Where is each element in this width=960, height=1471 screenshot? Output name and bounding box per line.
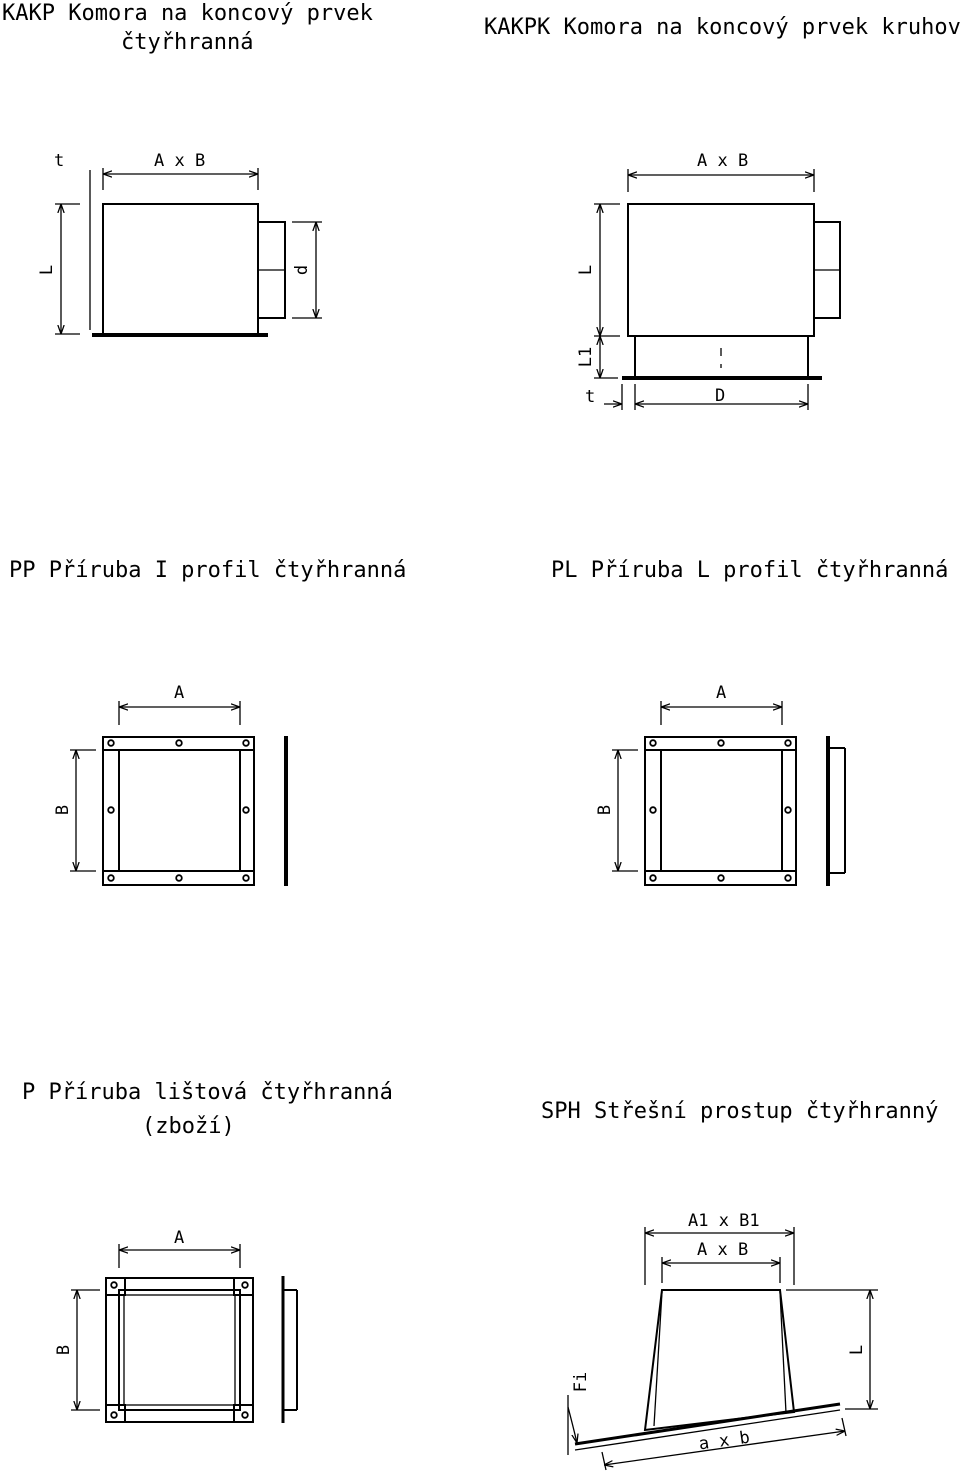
kakp-chamber-body xyxy=(102,203,259,335)
title-kakpk: KAKPK Komora na koncový prvek kruhový xyxy=(484,15,960,40)
kakpk-label-l: L xyxy=(576,265,596,275)
p-bolt-hole xyxy=(241,1411,249,1419)
sph-drawing: A1 x B1 A x B L Fi a x b xyxy=(567,1211,878,1471)
p-label-b: B xyxy=(54,1345,74,1355)
pp-bolt-hole xyxy=(107,874,115,882)
pl-bolt-hole xyxy=(784,806,792,814)
sph-label-axb: A x B xyxy=(697,1240,748,1260)
title-sph: SPH Střešní prostup čtyřhranný xyxy=(541,1099,938,1124)
p-corner-piece xyxy=(105,1277,126,1296)
title-pl: PL Příruba L profil čtyřhranná xyxy=(551,558,948,583)
title-p-line2: (zboží) xyxy=(142,1114,235,1139)
pp-bolt-hole xyxy=(107,806,115,814)
pl-bolt-hole xyxy=(717,739,725,747)
p-flange-mid xyxy=(118,1289,241,1411)
pl-bolt-hole xyxy=(649,806,657,814)
pp-bolt-hole xyxy=(175,874,183,882)
p-corner-piece xyxy=(233,1277,254,1296)
p-bolt-hole xyxy=(241,1281,249,1289)
sph-outer-body xyxy=(643,1289,796,1432)
title-kakp-line1: KAKP Komora na koncový prvek xyxy=(2,1,373,26)
p-flange-inner xyxy=(123,1294,236,1406)
p-corner-piece xyxy=(105,1404,126,1423)
p-bolt-hole xyxy=(110,1281,118,1289)
kakpk-label-axb: A x B xyxy=(697,151,748,171)
pl-drawing: A B xyxy=(595,683,846,886)
sph-inner-left xyxy=(653,1291,663,1427)
pp-flange-inner xyxy=(118,749,241,872)
kakp-label-l: L xyxy=(37,265,57,275)
pl-bolt-hole xyxy=(784,739,792,747)
sph-ext-lower-right xyxy=(841,1417,847,1437)
pp-bolt-hole xyxy=(242,739,250,747)
kakp-label-axb: A x B xyxy=(154,151,205,171)
pl-bolt-hole xyxy=(717,874,725,882)
p-label-a: A xyxy=(174,1228,184,1248)
kakpk-label-l1: L1 xyxy=(576,347,596,367)
kakp-drawing: A x B t L d xyxy=(37,151,322,337)
title-kakp-line2: čtyřhranná xyxy=(121,30,253,55)
pp-label-b: B xyxy=(53,805,73,815)
pp-bolt-hole xyxy=(242,806,250,814)
pl-bolt-hole xyxy=(784,874,792,882)
pp-bolt-hole xyxy=(107,739,115,747)
sph-label-fi: Fi xyxy=(571,1372,591,1392)
sph-dim-axb-lower xyxy=(604,1431,845,1465)
p-bolt-hole xyxy=(110,1411,118,1419)
title-p-line1: P Příruba lištová čtyřhranná xyxy=(22,1080,393,1105)
pl-label-a: A xyxy=(716,683,726,703)
p-flange-outer xyxy=(105,1277,254,1423)
sph-inner-right xyxy=(779,1291,787,1414)
kakpk-drawing: A x B L L1 t D xyxy=(576,151,841,410)
kakp-label-d: d xyxy=(292,265,312,275)
pl-bolt-hole xyxy=(649,874,657,882)
kakpk-label-d-big: D xyxy=(715,386,725,406)
pl-flange-outer xyxy=(644,736,797,886)
kakpk-label-t: t xyxy=(585,387,595,407)
title-pp: PP Příruba I profil čtyřhranná xyxy=(9,558,406,583)
sph-label-a1xb1: A1 x B1 xyxy=(688,1211,760,1231)
sph-label-l: L xyxy=(847,1345,867,1355)
pp-drawing: A B xyxy=(53,683,288,886)
pl-flange-inner xyxy=(660,749,783,872)
p-drawing: A B xyxy=(54,1228,298,1423)
pp-bolt-hole xyxy=(175,739,183,747)
pp-bolt-hole xyxy=(242,874,250,882)
sph-ext-lower-left xyxy=(601,1451,607,1471)
kakp-label-t: t xyxy=(54,151,64,171)
sph-label-axb-lower: a x b xyxy=(698,1428,751,1455)
sph-angle-arc xyxy=(567,1406,577,1443)
pl-label-b: B xyxy=(595,805,615,815)
p-corner-piece xyxy=(233,1404,254,1423)
pl-bolt-hole xyxy=(649,739,657,747)
pp-label-a: A xyxy=(174,683,184,703)
kakpk-chamber-body xyxy=(627,203,815,337)
pp-flange-outer xyxy=(102,736,255,886)
